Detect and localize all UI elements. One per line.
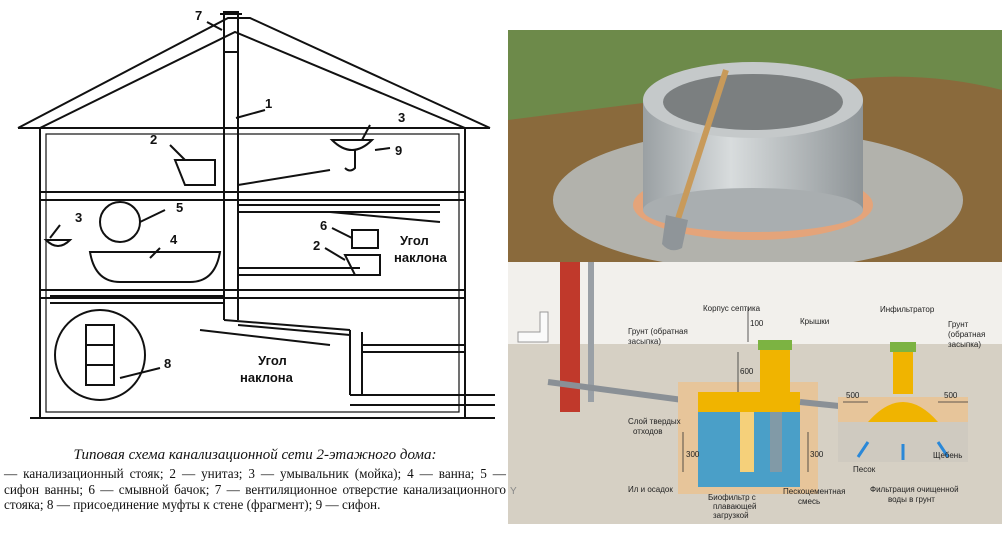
label-1: 1 bbox=[265, 96, 272, 111]
septic-tank-diagram: Корпус септика Крышки Инфильтратор Грунт… bbox=[508, 262, 1002, 524]
label-filtraciya-1: Фильтрация очищенной bbox=[870, 485, 959, 494]
slope-label-lower-1: Угол bbox=[258, 353, 287, 368]
dim-500-right: 500 bbox=[944, 391, 958, 400]
caption-body: — канализационный стояк; 2 — унитаз; 3 —… bbox=[4, 466, 506, 512]
label-biofilter-2: плавающей bbox=[713, 502, 756, 511]
septic-lid bbox=[758, 340, 792, 350]
label-sloy-2: отходов bbox=[633, 427, 663, 436]
dim-600: 600 bbox=[740, 367, 754, 376]
label-pesko-2: смесь bbox=[798, 497, 820, 506]
label-5: 5 bbox=[176, 200, 183, 215]
label-sheben: Щебень bbox=[933, 451, 962, 460]
label-grunt-right-2: (обратная bbox=[948, 330, 985, 339]
label-kryshki: Крышки bbox=[800, 317, 829, 326]
septic-cross-section: Корпус септика Крышки Инфильтратор Грунт… bbox=[508, 262, 1002, 524]
label-grunt-right-3: засыпка) bbox=[948, 340, 981, 349]
label-4: 4 bbox=[170, 232, 178, 247]
slope-label-upper-1: Угол bbox=[400, 233, 429, 248]
house-drainage-diagram: 1 2 3 9 3 5 4 6 2 8 7 Угол наклона Угол … bbox=[4, 8, 506, 513]
dim-300-left: 300 bbox=[686, 450, 700, 459]
axis-y-label: Y bbox=[510, 486, 517, 497]
dim-300-right: 300 bbox=[810, 450, 824, 459]
label-9: 9 bbox=[395, 143, 402, 158]
label-pesko-1: Пескоцементная bbox=[783, 487, 845, 496]
label-biofilter-3: загрузкой bbox=[713, 511, 749, 520]
label-2-upper: 2 bbox=[150, 132, 157, 147]
label-2-lower: 2 bbox=[313, 238, 320, 253]
infiltrator-lid bbox=[890, 342, 916, 352]
slope-label-upper-2: наклона bbox=[394, 250, 448, 265]
label-infiltrator: Инфильтратор bbox=[880, 305, 935, 314]
label-8: 8 bbox=[164, 356, 171, 371]
label-grunt-right-1: Грунт bbox=[948, 320, 969, 329]
slope-label-lower-2: наклона bbox=[240, 370, 294, 385]
infiltrator-body bbox=[868, 402, 938, 422]
caption: Типовая схема канализационной сети 2-эта… bbox=[4, 447, 506, 513]
brick-wall bbox=[560, 262, 580, 412]
label-7: 7 bbox=[195, 8, 202, 23]
label-korpus: Корпус септика bbox=[703, 304, 761, 313]
dim-500-left: 500 bbox=[846, 391, 860, 400]
house-schematic: 1 2 3 9 3 5 4 6 2 8 7 Угол наклона Угол … bbox=[17, 8, 495, 419]
label-6: 6 bbox=[320, 218, 327, 233]
label-sloy-1: Слой твердых bbox=[628, 417, 681, 426]
dim-100: 100 bbox=[750, 319, 764, 328]
label-3-lower: 3 bbox=[75, 210, 82, 225]
label-pesok: Песок bbox=[853, 465, 876, 474]
label-il: Ил и осадок bbox=[628, 485, 673, 494]
label-3-upper: 3 bbox=[398, 110, 405, 125]
label-biofilter-1: Биофильтр с bbox=[708, 493, 756, 502]
concrete-well-photo bbox=[508, 30, 1002, 262]
photo-illustration bbox=[508, 30, 1002, 262]
label-grunt-left-1: Грунт (обратная bbox=[628, 327, 688, 336]
label-grunt-left-2: засыпка) bbox=[628, 337, 661, 346]
label-filtraciya-2: воды в грунт bbox=[888, 495, 935, 504]
caption-title: Типовая схема канализационной сети 2-эта… bbox=[73, 447, 437, 463]
